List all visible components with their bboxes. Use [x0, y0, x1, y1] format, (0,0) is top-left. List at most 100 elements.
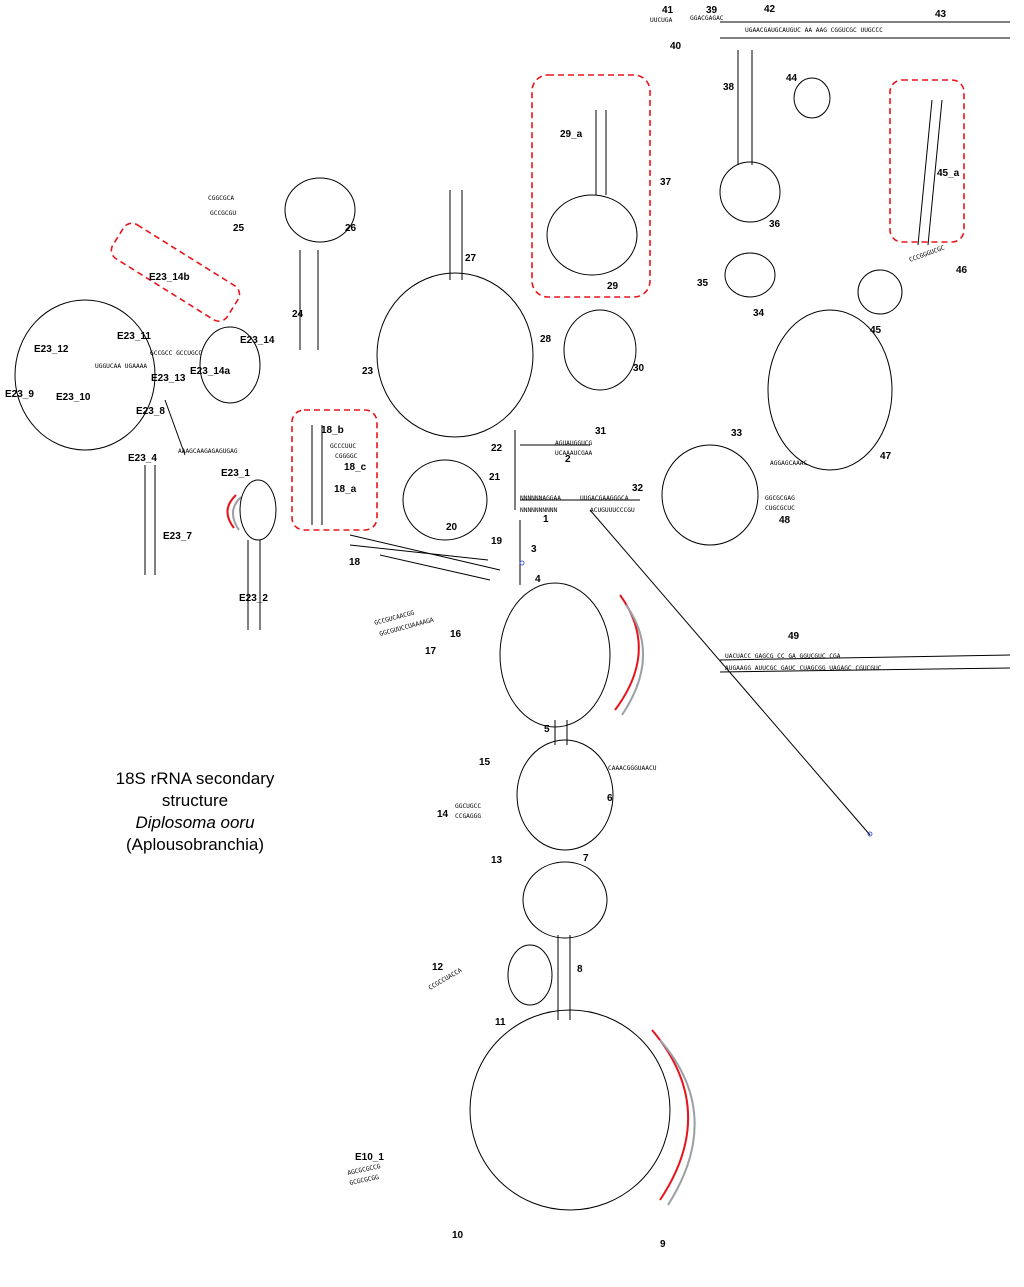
seq-h31-b: UCAAAUCGAA [555, 450, 593, 457]
strand-3prime-tail [589, 509, 871, 836]
helix-label-25: 25 [233, 223, 245, 234]
seq-h49-b: AUGAAGG AUUCGC GAUC CUAGCGG UAGAGC CGUCG… [725, 665, 882, 672]
seq-h25-a: CGGCGCA [208, 195, 234, 202]
helix-label-16: 16 [450, 629, 462, 640]
helix-label-43: 43 [935, 9, 947, 20]
strand-h17-h18 [379, 554, 491, 581]
helix-label-2: 2 [565, 454, 571, 465]
highlight-box-29a [531, 74, 651, 298]
loop-h46 [857, 269, 903, 315]
strand-h49-a [719, 654, 1011, 661]
seq-h32-b: ACUGUUUCCCGU [590, 507, 635, 514]
helix-label-45a: 45_a [937, 168, 960, 179]
seq-h6: CAAACGGGUAACU [608, 765, 657, 772]
helix-label-20: 20 [446, 522, 458, 533]
seq-h23-b: UGGUCAA UGAAAA [95, 363, 147, 370]
seq-h14-b: CCGAGGG [455, 813, 481, 820]
loop-h12-h13 [507, 944, 553, 1006]
helix-label-e23-9: E23_9 [5, 389, 34, 400]
loop-h26 [284, 177, 356, 243]
helix-label-8: 8 [577, 964, 583, 975]
helix-label-18c: 18_c [344, 462, 367, 473]
highlight-box-e23-14b [110, 222, 241, 323]
seq-h43: UGAACGAUGCAUGUC AA AAG CGGUCGC UUGCCC [745, 27, 883, 34]
helix-label-45: 45 [870, 325, 882, 336]
helix-label-e23-11: E23_11 [117, 331, 151, 342]
helix-label-6: 6 [607, 793, 613, 804]
helix-label-46: 46 [956, 265, 968, 276]
loop-right-h45 [767, 309, 893, 471]
helix-label-47: 47 [880, 451, 892, 462]
strand-e23-link [164, 399, 186, 456]
helix-label-49: 49 [788, 631, 800, 642]
seq-h25-b: GCCGCGU [210, 210, 236, 217]
loop-e23-9 [14, 299, 156, 451]
caption-line-1: 18S rRNA secondary [115, 769, 275, 788]
loop-h33 [661, 444, 759, 546]
highlight-box-45a [889, 79, 965, 243]
helix-label-e23-12: E23_12 [34, 344, 69, 355]
helix-label-13: 13 [491, 855, 503, 866]
terminal-3prime-marker [867, 831, 873, 837]
helix-label-36: 36 [769, 219, 781, 230]
helix-label-e23-1: E23_1 [221, 468, 250, 479]
seq-h41: UUCUGA [650, 17, 673, 24]
loop-bottom-large [469, 1009, 671, 1211]
loop-e23-1 [239, 479, 277, 541]
helix-label-4: 4 [535, 574, 541, 585]
loop-h36 [719, 161, 781, 223]
helix-label-e23-4: E23_4 [128, 453, 157, 464]
helix-label-32: 32 [632, 483, 644, 494]
helix-label-41: 41 [662, 5, 674, 16]
helix-label-42: 42 [764, 4, 776, 15]
seq-h1-strand-a: NNNNNNAGGAA [520, 495, 561, 502]
helix-label-e23-13: E23_13 [151, 373, 186, 384]
helix-label-26: 26 [345, 223, 357, 234]
helix-label-7: 7 [583, 853, 589, 864]
helix-label-18: 18 [349, 557, 361, 568]
helix-label-18a: 18_a [334, 484, 357, 495]
helix-label-28: 28 [540, 334, 552, 345]
seq-e23-4: AAAGCAAGAGAGUGAG [178, 448, 238, 455]
arc-red-e23 [226, 494, 237, 529]
helix-label-14: 14 [437, 809, 449, 820]
caption-group: (Aplousobranchia) [126, 835, 264, 854]
seq-h18: GCCCUUC [330, 443, 356, 450]
helix-label-38: 38 [723, 82, 735, 93]
helix-label-27: 27 [465, 253, 477, 264]
helix-label-e23-7: E23_7 [163, 531, 192, 542]
caption-line-2: structure [161, 791, 229, 810]
seq-h31: AGUAUGGUCG [555, 440, 593, 447]
strand-h45a-b [927, 99, 943, 246]
loop-h20-h21 [402, 459, 488, 541]
helix-label-21: 21 [489, 472, 501, 483]
loop-e23-14 [199, 326, 261, 404]
helix-label-10: 10 [452, 1230, 464, 1241]
helix-label-e10-1: E10_1 [355, 1152, 384, 1163]
backbone-strands [144, 21, 1011, 1020]
loop-h7-h8 [522, 861, 608, 939]
seq-h32-a: UUGACGAAGGGCA [580, 495, 629, 502]
helix-label-3: 3 [531, 544, 537, 555]
seq-h42: GGACGAGAC [690, 15, 724, 22]
strand-h49-b [719, 667, 1011, 673]
helix-label-23: 23 [362, 366, 374, 377]
loop-h35 [724, 252, 776, 298]
seq-h48: GGCGCGAG [765, 495, 795, 502]
terminal-5prime-marker [519, 560, 525, 566]
caption-species: Diplosoma ooru [135, 813, 255, 832]
seq-h14: GGCUGCC [455, 803, 481, 810]
helix-label-44: 44 [786, 73, 798, 84]
helix-label-17: 17 [425, 646, 437, 657]
loop-h29a-internal [546, 194, 638, 276]
helix-label-40: 40 [670, 41, 682, 52]
helix-label-24: 24 [292, 309, 304, 320]
helix-label-5: 5 [544, 724, 550, 735]
helix-labels: 1 2 3 4 5 6 7 8 9 10 11 12 13 14 15 16 1… [5, 4, 968, 1250]
seq-h47: AGGAGCAAAC [770, 460, 808, 467]
strand-h18-h19 [349, 534, 501, 571]
helix-label-35: 35 [697, 278, 709, 289]
arc-gray-h9 [659, 1039, 696, 1206]
strand-h18-h19-b [349, 544, 489, 561]
